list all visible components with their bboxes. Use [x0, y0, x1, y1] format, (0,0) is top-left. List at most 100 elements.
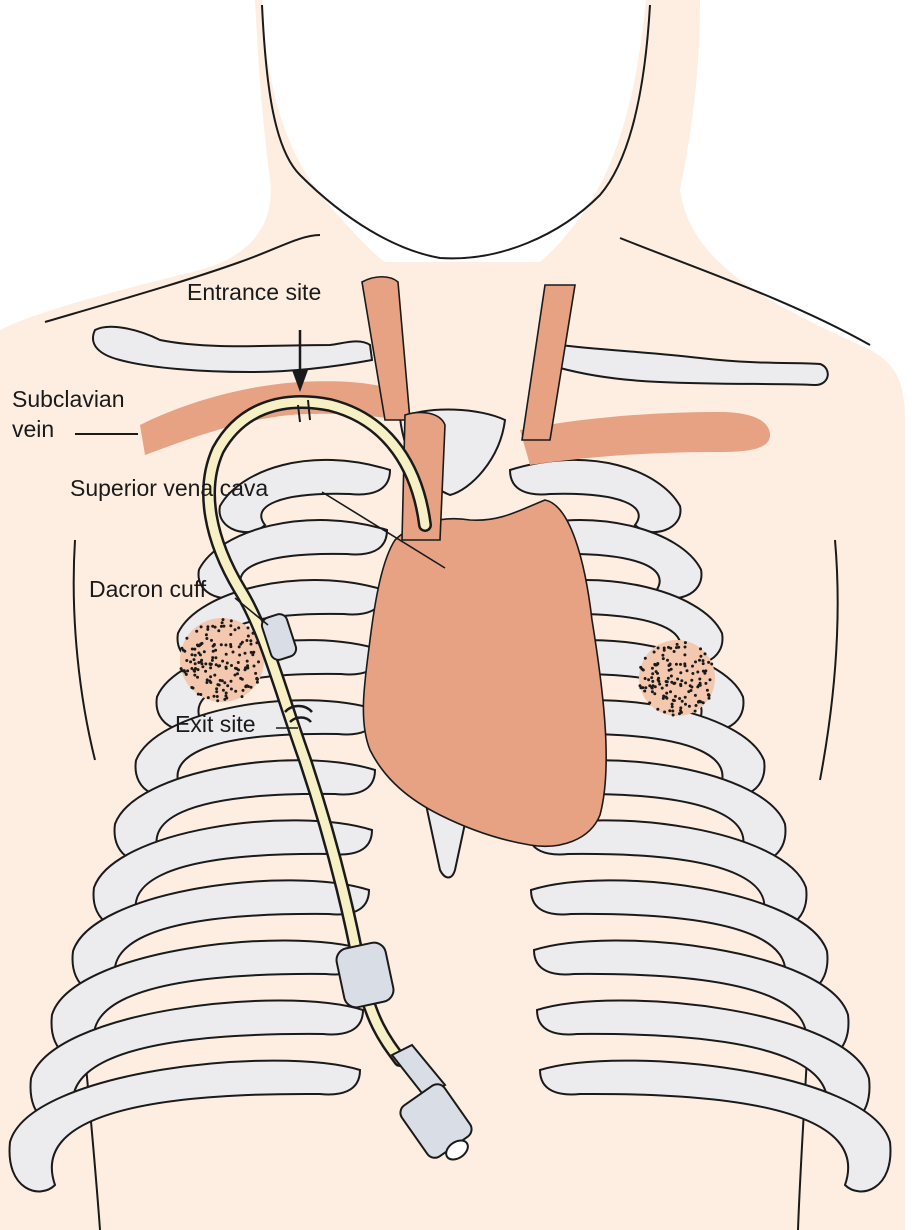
- areola-dot: [678, 697, 682, 700]
- areola-dot: [183, 670, 187, 674]
- areola-dot: [179, 667, 183, 671]
- areola-dot: [246, 626, 250, 630]
- areola-dot: [221, 618, 225, 622]
- areola-dot: [684, 702, 687, 706]
- areola-dot: [680, 679, 684, 683]
- areola-dot: [229, 643, 233, 646]
- areola-dot: [684, 681, 688, 685]
- areola-dot: [699, 654, 703, 658]
- areola-dot: [197, 661, 201, 664]
- areola-dot: [696, 670, 700, 674]
- areola-dot: [190, 653, 194, 657]
- areola-dot: [206, 696, 210, 700]
- areola-dot: [229, 619, 233, 623]
- areola-dot: [224, 665, 228, 669]
- areola-dot: [693, 709, 697, 713]
- areola-dot: [255, 680, 259, 684]
- areola-dot: [679, 706, 683, 710]
- areola-dot: [662, 648, 666, 652]
- areola-dot: [205, 681, 209, 684]
- areola-dot: [217, 664, 221, 668]
- areola-dot: [196, 675, 199, 679]
- areola-dot: [701, 701, 705, 705]
- areola-dot: [236, 661, 240, 664]
- areola-dot: [708, 678, 712, 682]
- areola-dot: [698, 681, 702, 685]
- areola-dot: [697, 700, 701, 704]
- great-vessels: [140, 275, 770, 847]
- areola-dot: [656, 671, 659, 675]
- areola-dot: [656, 662, 660, 666]
- dacron-cuff-leader: [234, 597, 269, 626]
- areola-dot: [683, 662, 687, 666]
- areola-dot: [186, 669, 190, 673]
- connector-tip: [390, 1043, 447, 1099]
- areola-dot: [704, 669, 708, 673]
- areola-dot: [230, 664, 233, 667]
- areola-dot: [199, 660, 203, 664]
- areola-dot: [651, 679, 655, 683]
- areola-dot: [691, 664, 694, 668]
- areola-dot: [215, 687, 219, 691]
- jugular-right: [521, 284, 576, 441]
- areola-dot: [244, 666, 248, 670]
- areola-dot: [233, 628, 237, 632]
- areola-dot: [241, 688, 245, 692]
- areola-dot: [690, 678, 694, 682]
- areola-dot: [665, 683, 669, 687]
- areola-dot: [664, 695, 668, 699]
- areola-dot: [254, 671, 258, 675]
- areola-dot: [257, 660, 260, 664]
- areola-dot: [653, 662, 657, 666]
- areola-dot: [643, 689, 647, 693]
- areola-dot: [675, 642, 679, 646]
- areola-dot: [671, 698, 675, 702]
- areola-dot: [216, 699, 220, 703]
- superior-vena-cava-leader: [321, 491, 446, 569]
- subclavian-vein-label-line1: Subclavian: [12, 386, 125, 412]
- areola-dot: [668, 662, 672, 666]
- areola-dot: [638, 684, 642, 688]
- areola-dot: [683, 653, 687, 657]
- areola-dot: [185, 636, 189, 640]
- areola-dot: [701, 659, 705, 663]
- areola-dot: [193, 653, 197, 657]
- areola-dot: [239, 676, 243, 680]
- areola-dot: [658, 682, 662, 686]
- areola-dot: [656, 646, 660, 650]
- areola-dot: [239, 642, 243, 646]
- areola-dot: [707, 660, 711, 664]
- areola-dot: [661, 696, 665, 700]
- areola-dot: [703, 652, 707, 656]
- areola-dot: [211, 656, 215, 660]
- areola-dot: [238, 653, 242, 657]
- areola-dot: [665, 680, 669, 684]
- areola-dot: [650, 690, 654, 694]
- areola-dot: [663, 710, 667, 714]
- areola-dot: [671, 713, 675, 717]
- shoulder-outline-left: [44, 234, 321, 323]
- areola-dot: [209, 675, 213, 679]
- areola-dot: [222, 624, 226, 628]
- areola-dot: [226, 684, 230, 688]
- dacron-cuff-shape: [260, 613, 298, 661]
- areola-dot: [236, 672, 239, 676]
- areola-dot: [255, 676, 259, 680]
- areola-dot: [194, 667, 197, 670]
- areola-dot: [206, 627, 210, 631]
- dacron-cuff-label: Dacron cuff: [89, 576, 207, 602]
- areola-dot: [648, 701, 652, 705]
- areola-dot: [644, 686, 648, 690]
- areola-dot: [669, 674, 673, 678]
- areola-dot: [653, 692, 657, 696]
- areola-dot: [193, 669, 197, 673]
- areola-dot: [199, 693, 203, 696]
- areola-dot: [180, 646, 184, 650]
- areola-dot: [662, 646, 666, 650]
- areola-dot: [192, 658, 196, 662]
- areola-dot: [698, 658, 701, 662]
- areola-dot: [676, 677, 680, 681]
- areola-dot: [204, 662, 208, 666]
- areola-dot: [199, 625, 203, 629]
- shoulder-outline-right: [619, 237, 871, 346]
